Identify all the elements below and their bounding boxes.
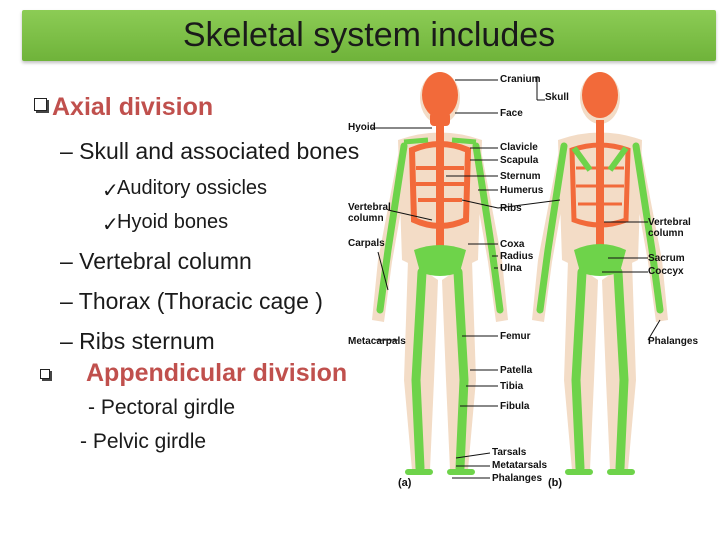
label-cranium: Cranium bbox=[500, 74, 541, 85]
figure-label-b: (b) bbox=[548, 477, 563, 489]
axial-subitem: Auditory ossicles bbox=[117, 177, 268, 199]
label-coxa: Coxa bbox=[500, 239, 525, 250]
label-metacarpals: Metacarpals bbox=[348, 336, 406, 347]
label-patella: Patella bbox=[500, 365, 533, 376]
skeleton-front-figure bbox=[372, 72, 508, 475]
label-ribs: Ribs bbox=[500, 203, 522, 214]
label-sternum: Sternum bbox=[500, 171, 541, 182]
appendicular-item: - Pectoral girdle bbox=[88, 396, 236, 419]
appendicular-heading: Appendicular division bbox=[86, 359, 348, 387]
label-sacrum: Sacrum bbox=[648, 253, 685, 264]
figure-label-a: (a) bbox=[398, 477, 412, 489]
title-bar: Skeletal system includes bbox=[22, 10, 716, 61]
leader-lines bbox=[372, 76, 661, 479]
label-clavicle: Clavicle bbox=[500, 142, 538, 153]
label-hyoid: Hyoid bbox=[348, 122, 376, 133]
label-skull: Skull bbox=[545, 92, 569, 103]
appendicular-item: - Pelvic girdle bbox=[80, 430, 207, 453]
check-icon: ✓ bbox=[102, 214, 119, 236]
label-humerus: Humerus bbox=[500, 185, 544, 196]
label-fibula: Fibula bbox=[500, 401, 530, 412]
axial-item: – Vertebral column bbox=[60, 248, 252, 274]
label-phalanges-hand: Phalanges bbox=[648, 336, 699, 347]
label-femur: Femur bbox=[500, 331, 531, 342]
axial-item: – Skull and associated bones bbox=[60, 138, 360, 164]
label-vertebral-column-left: Vertebral column bbox=[348, 202, 391, 224]
axial-subitem: Hyoid bones bbox=[117, 211, 229, 233]
check-icon: ✓ bbox=[102, 180, 119, 202]
label-metatarsals: Metatarsals bbox=[492, 460, 548, 471]
label-phalanges-foot: Phalanges bbox=[492, 473, 543, 484]
label-tibia: Tibia bbox=[500, 381, 524, 392]
label-vertebral-column-right: Vertebral column bbox=[648, 217, 691, 239]
skeleton-back-figure bbox=[532, 72, 668, 475]
label-tarsals: Tarsals bbox=[492, 447, 527, 458]
label-scapula: Scapula bbox=[500, 155, 539, 166]
label-coccyx: Coccyx bbox=[648, 266, 684, 277]
square-bullet-icon bbox=[34, 98, 47, 111]
axial-item: – Thorax (Thoracic cage ) bbox=[60, 288, 323, 314]
label-radius: Radius bbox=[500, 251, 534, 262]
slide-title: Skeletal system includes bbox=[182, 16, 556, 54]
square-bullet-icon bbox=[40, 369, 50, 379]
axial-heading: Axial division bbox=[52, 93, 214, 121]
label-face: Face bbox=[500, 108, 523, 119]
label-ulna: Ulna bbox=[500, 263, 522, 274]
label-carpals: Carpals bbox=[348, 238, 385, 249]
axial-item: – Ribs sternum bbox=[60, 328, 215, 354]
